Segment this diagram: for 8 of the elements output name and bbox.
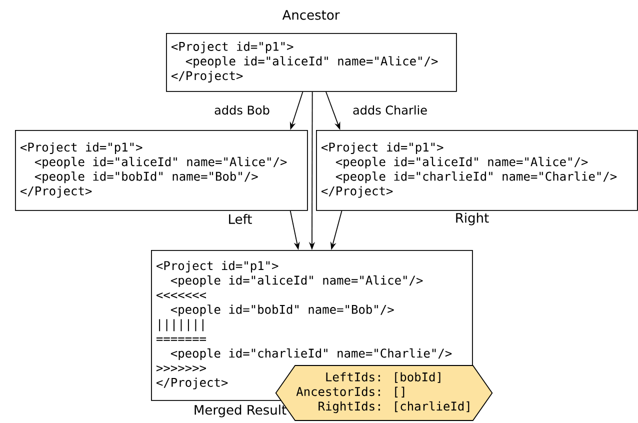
edge-label: adds Bob — [214, 105, 270, 115]
box-caption: Left — [229, 214, 252, 224]
code-box: <Project id="p1"> <people id="aliceId" name="Alice"/> </Project> — [166, 33, 457, 92]
code-box: <Project id="p1"> <people id="aliceId" name="Alice"/> <people id="bobId" name="Bob"/> </Project> — [15, 130, 308, 211]
code-box: <Project id="p1"> <people id="aliceId" name="Alice"/> <people id="charlieId" name="Charlie"/> </Project> — [316, 130, 638, 211]
box-caption: Ancestor — [282, 10, 340, 20]
box-caption: Right — [456, 212, 489, 226]
edge-label: adds Charlie — [353, 105, 427, 115]
